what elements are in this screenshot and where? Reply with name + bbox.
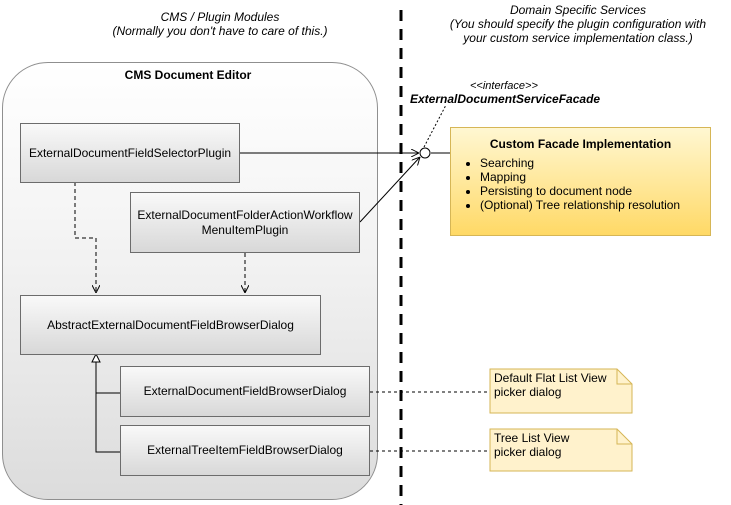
folder-action-plugin-label: ExternalDocumentFolderActionWorkflow Men… xyxy=(137,207,353,237)
selector-plugin-box: ExternalDocumentFieldSelectorPlugin xyxy=(20,123,240,183)
selector-plugin-label: ExternalDocumentFieldSelectorPlugin xyxy=(28,145,232,160)
custom-facade-list: Searching Mapping Persisting to document… xyxy=(462,156,680,212)
custom-facade-title: Custom Facade Implementation xyxy=(489,137,672,151)
field-browser-dialog-label: ExternalDocumentFieldBrowserDialog xyxy=(143,384,347,398)
interface-label-link xyxy=(423,104,447,148)
interface-lollipop xyxy=(419,147,431,159)
custom-facade-item: Searching xyxy=(480,156,680,170)
abstract-dialog-label: AbstractExternalDocumentFieldBrowserDial… xyxy=(47,317,294,332)
custom-facade-item: (Optional) Tree relationship resolution xyxy=(480,198,680,212)
inheritance-line xyxy=(95,362,120,453)
tree-browser-dialog-box: ExternalTreeItemFieldBrowserDialog xyxy=(120,425,370,476)
interface-name: ExternalDocumentServiceFacade xyxy=(410,92,601,106)
interface-stereotype: <<interface>> xyxy=(470,80,538,92)
note-flat-list-shape xyxy=(489,368,633,414)
note-flat-list: Default Flat List View picker dialog xyxy=(494,371,607,399)
tree-browser-dialog-label: ExternalTreeItemFieldBrowserDialog xyxy=(147,443,343,457)
right-section-header: Domain Specific Services (You should spe… xyxy=(449,3,707,45)
inheritance-triangle xyxy=(91,352,101,363)
abstract-dialog-box: AbstractExternalDocumentFieldBrowserDial… xyxy=(20,295,321,355)
custom-facade-box: Custom Facade Implementation Searching M… xyxy=(450,127,711,236)
custom-facade-item: Mapping xyxy=(480,170,680,184)
field-browser-dialog-box: ExternalDocumentFieldBrowserDialog xyxy=(120,366,370,417)
left-section-header: CMS / Plugin Modules (Normally you don't… xyxy=(112,10,328,38)
note-tree-list: Tree List View picker dialog xyxy=(494,431,570,459)
group-title: CMS Document Editor xyxy=(124,68,252,82)
selector-to-abstract-dependency xyxy=(74,182,96,293)
custom-facade-item: Persisting to document node xyxy=(480,184,680,198)
folder-to-interface-arrow xyxy=(359,157,420,223)
folder-action-plugin-box: ExternalDocumentFolderActionWorkflow Men… xyxy=(130,192,360,253)
note-tree-list-shape xyxy=(489,428,633,472)
